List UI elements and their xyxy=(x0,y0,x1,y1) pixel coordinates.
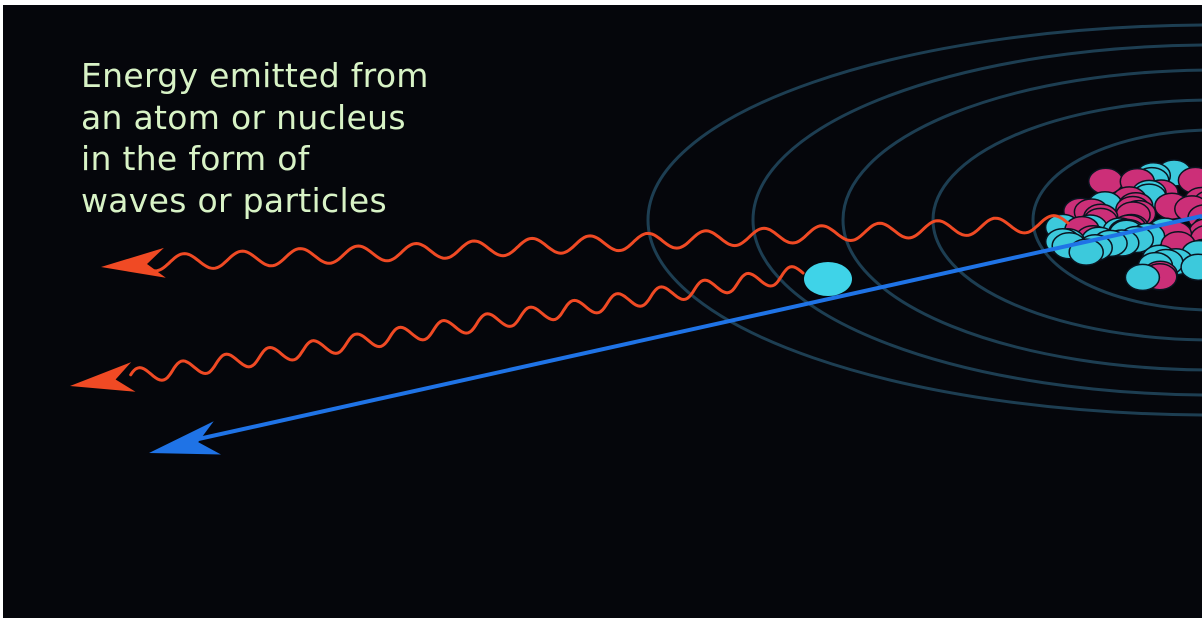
wave-arrowhead-lower xyxy=(70,362,136,392)
radiation-illustration: Energy emitted from an atom or nucleus i… xyxy=(3,5,1202,618)
orbit-ring xyxy=(1031,128,1202,312)
particle-beam-arrowhead xyxy=(149,421,221,455)
radiation-scene xyxy=(70,23,1202,455)
definition-caption: Energy emitted from an atom or nucleus i… xyxy=(81,55,429,221)
orbit-ring xyxy=(841,68,1202,372)
wave-arrowhead-upper xyxy=(101,247,166,278)
neutron xyxy=(1124,263,1161,292)
wave-path-upper xyxy=(151,214,1070,273)
orbit-ring xyxy=(646,23,1202,417)
gamma-ray-wave-arrow-icon xyxy=(101,214,1070,278)
caption-line: Energy emitted from xyxy=(81,56,429,95)
orbit-ring xyxy=(751,43,1202,397)
orbit-ring xyxy=(931,98,1202,342)
atomic-nucleus-icon xyxy=(1044,159,1202,292)
particle-beam-line xyxy=(184,214,1202,444)
caption-line: in the form of xyxy=(81,139,310,178)
gamma-ray-wave-arrow-icon xyxy=(70,265,805,392)
neutron xyxy=(1180,253,1202,281)
caption-line: an atom or nucleus xyxy=(81,97,406,137)
emitted-particle-arrow-icon xyxy=(149,214,1202,455)
emitted-particle xyxy=(804,262,852,296)
caption-line: waves or particles xyxy=(81,180,388,220)
wave-path-lower xyxy=(129,265,805,382)
